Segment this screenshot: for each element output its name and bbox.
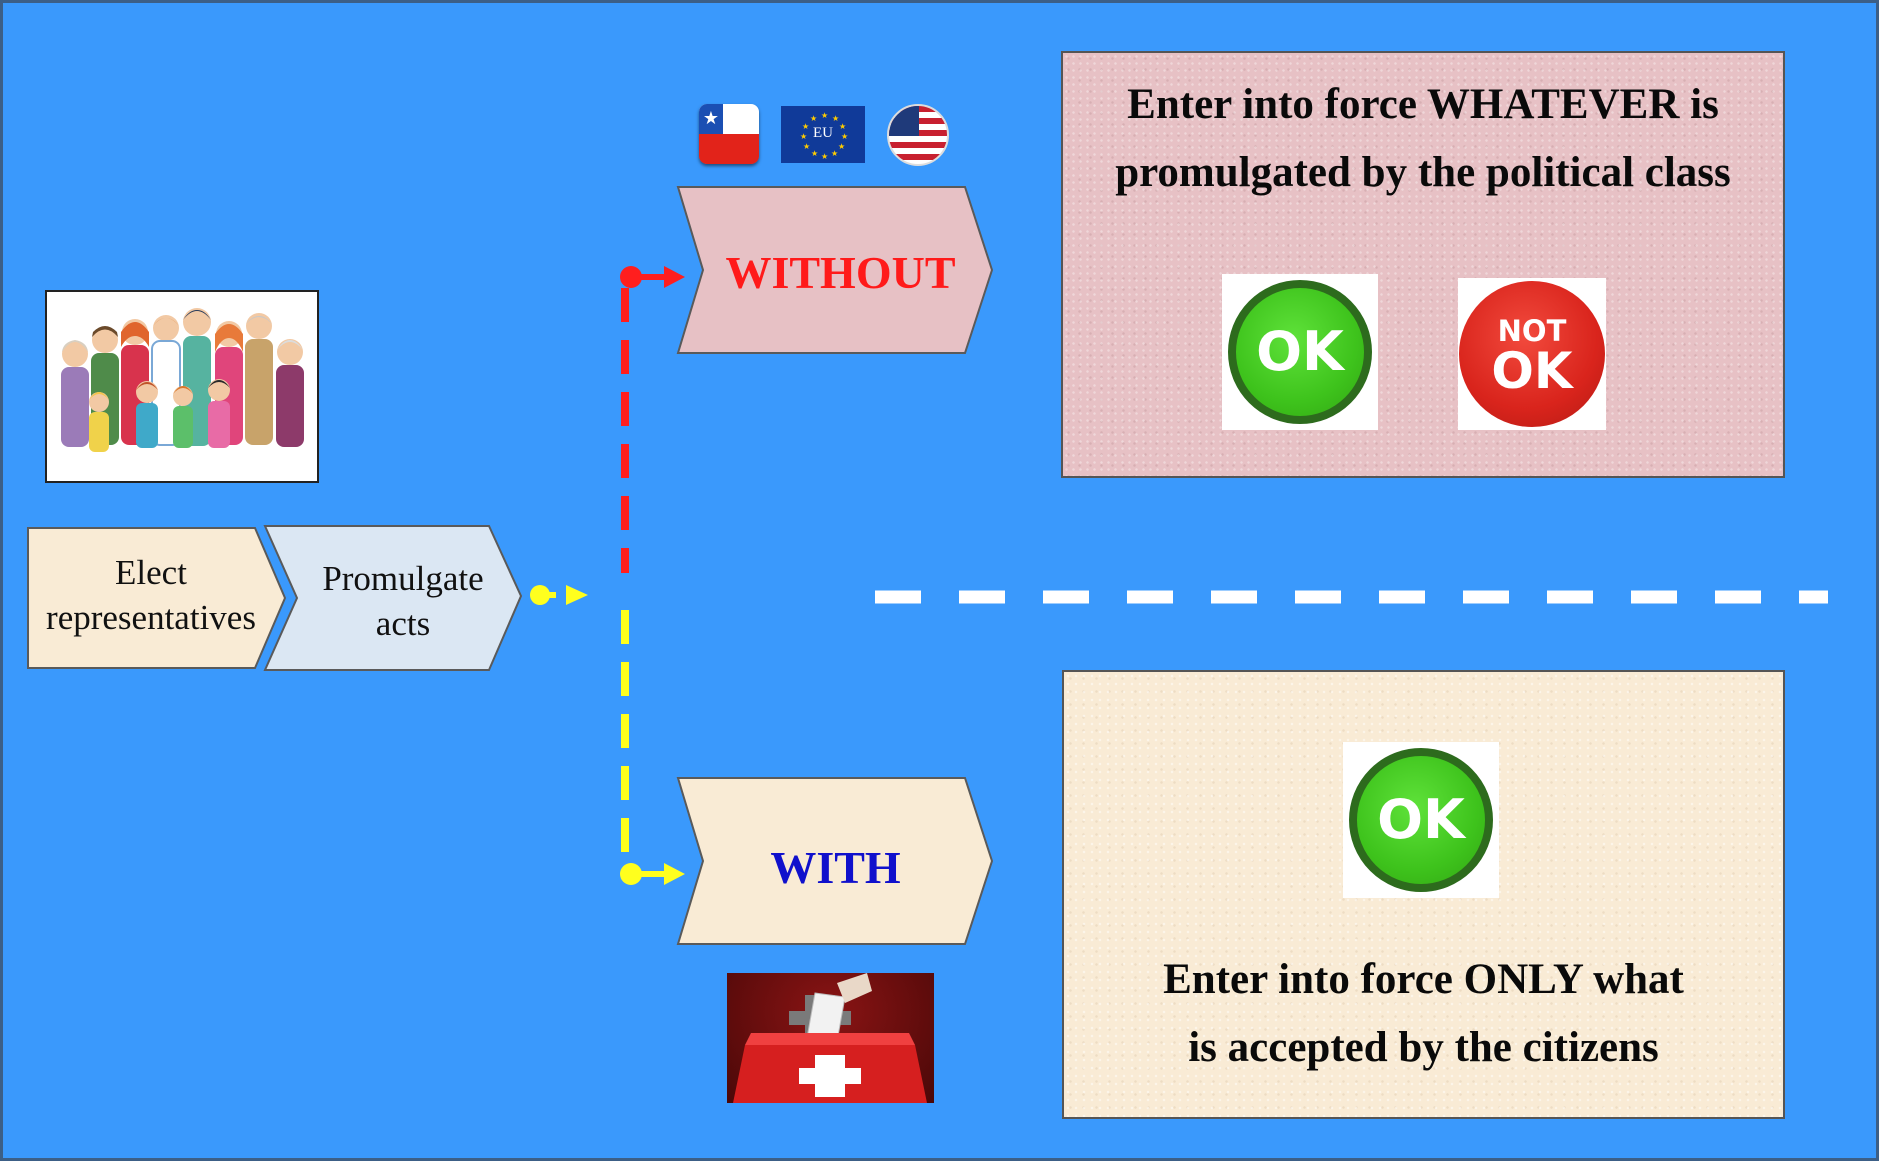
svg-text:★: ★ xyxy=(803,142,810,151)
without-shape xyxy=(676,186,994,354)
svg-text:★: ★ xyxy=(841,132,848,141)
red-arrow-dot xyxy=(620,266,642,288)
diagram-connectors xyxy=(27,186,1828,945)
svg-text:★: ★ xyxy=(832,114,839,123)
with-outcome-line2: is accepted by the citizens xyxy=(1188,1024,1659,1071)
without-outcome-box: Enter into force WHATEVER is promulgated… xyxy=(1061,51,1785,478)
svg-text:★: ★ xyxy=(800,132,807,141)
yellow-arrow-dot xyxy=(620,863,642,885)
eu-flag-text: EU xyxy=(813,125,833,141)
promulgate-step-shape xyxy=(263,525,523,671)
not-ok-badge-text: OK xyxy=(1491,341,1573,400)
with-outcome-line1: Enter into force ONLY what xyxy=(1163,956,1684,1003)
svg-text:★: ★ xyxy=(811,149,818,158)
with-label: WITH xyxy=(770,842,901,893)
ok-badge-text-with: OK xyxy=(1377,788,1465,851)
ok-badge-text: OK xyxy=(1256,320,1344,383)
swiss-ballot-box-icon xyxy=(727,973,934,1103)
red-arrow-head xyxy=(664,266,685,288)
elect-step-label: Elect representatives xyxy=(46,553,256,637)
not-ok-badge-icon: NOT OK xyxy=(1459,281,1605,427)
usa-flag-icon xyxy=(887,104,949,166)
ok-badge-icon: OK xyxy=(1228,280,1372,424)
svg-text:★: ★ xyxy=(839,122,846,131)
without-outcome-line2: promulgated by the political class xyxy=(1115,149,1731,196)
ok-badge-icon: OK xyxy=(1349,748,1493,892)
svg-text:★: ★ xyxy=(802,122,809,131)
family-group-icon xyxy=(45,290,319,483)
promulgate-step-label: Promulgate acts xyxy=(322,559,484,643)
ok-badge-tile-with: OK xyxy=(1343,742,1499,898)
svg-text:★: ★ xyxy=(821,111,828,120)
svg-text:★: ★ xyxy=(838,142,845,151)
yellow-arrow-head xyxy=(566,585,588,605)
not-ok-badge-top-text: NOT xyxy=(1497,313,1567,348)
not-ok-badge-tile: NOT OK xyxy=(1458,278,1606,430)
with-outcome-box: OK Enter into force ONLY what is accepte… xyxy=(1062,670,1785,1119)
chile-flag-icon: ★ xyxy=(699,104,759,164)
ok-badge-tile: OK xyxy=(1222,274,1378,430)
without-outcome-line1: Enter into force WHATEVER is xyxy=(1127,81,1719,128)
svg-text:★: ★ xyxy=(810,114,817,123)
yellow-connector-dot xyxy=(530,585,550,605)
svg-text:★: ★ xyxy=(831,149,838,158)
elect-step-shape xyxy=(27,527,287,669)
yellow-arrow-head-with xyxy=(664,863,685,885)
without-label: WITHOUT xyxy=(725,247,956,298)
with-shape xyxy=(676,777,994,945)
eu-flag-icon: ★★★★ ★★★★ ★★★★ EU xyxy=(781,106,865,163)
svg-text:★: ★ xyxy=(821,152,828,161)
